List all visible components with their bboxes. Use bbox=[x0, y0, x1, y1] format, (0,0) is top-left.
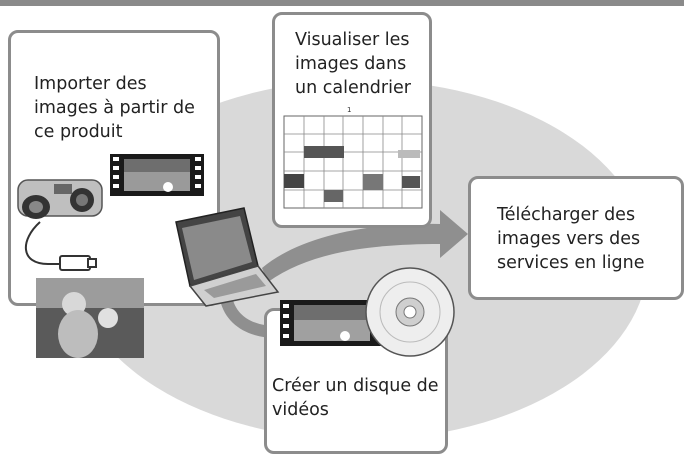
top-bar bbox=[0, 0, 684, 6]
import-label: Importer des images à partir de ce produ… bbox=[34, 74, 195, 142]
photo-icon bbox=[36, 278, 144, 358]
calendar-grid-icon bbox=[283, 115, 423, 209]
film-strip-icon bbox=[110, 154, 204, 196]
upload-label: Télécharger des images vers des services… bbox=[497, 205, 645, 273]
laptop-icon bbox=[175, 207, 280, 307]
disc-icon bbox=[365, 267, 455, 357]
arrow-to-upload-icon bbox=[262, 210, 468, 282]
usb-cable-icon bbox=[24, 221, 97, 271]
calendar-label: Visualiser les images dans un calendrier bbox=[295, 30, 411, 98]
disc-label: Créer un disque de vidéos bbox=[272, 376, 439, 420]
upload-box bbox=[468, 176, 684, 300]
calendar-month: 1 bbox=[347, 106, 351, 114]
camcorder-icon bbox=[17, 179, 103, 219]
